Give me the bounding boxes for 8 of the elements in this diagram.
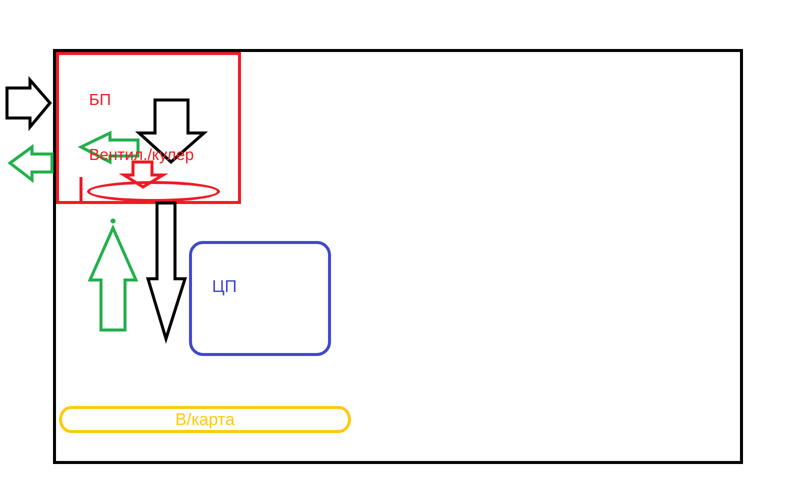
unit-label: БП	[89, 92, 111, 110]
block-arrow	[146, 202, 188, 344]
part-label: В/карта	[175, 410, 235, 430]
processor-box	[189, 241, 331, 356]
part-label: ЦП	[212, 277, 237, 297]
power-supply-box	[56, 52, 241, 204]
graphics-card-slot	[59, 406, 351, 433]
case-outline	[53, 49, 743, 464]
